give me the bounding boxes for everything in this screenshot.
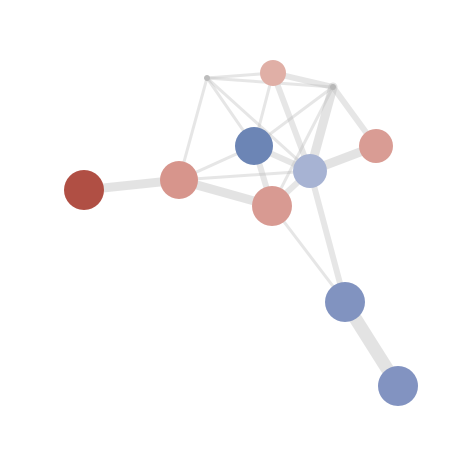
node-pink-center	[252, 186, 292, 226]
edge-n-hub-right-n-pink-center	[270, 85, 335, 208]
node-lightblue	[293, 154, 327, 188]
node-hub-left	[204, 75, 210, 81]
node-blue-bottom	[378, 366, 418, 406]
node-top	[260, 60, 286, 86]
node-blue-center	[235, 127, 273, 165]
edges-layer	[79, 70, 405, 393]
edge-n-pink-center-n-blue-lower	[270, 204, 347, 304]
node-pink-mid	[160, 161, 198, 199]
edge-n-pink-mid-n-lightblue	[177, 169, 312, 182]
edge-n-hub-left-n-lightblue	[205, 76, 312, 173]
nodes-layer	[64, 60, 418, 406]
node-pink-right	[359, 129, 393, 163]
node-blue-lower	[325, 282, 365, 322]
node-hub-right	[330, 84, 336, 90]
node-red-left	[64, 170, 104, 210]
edge-n-top-n-lightblue	[270, 70, 313, 174]
edge-n-lightblue-n-blue-lower	[307, 168, 348, 305]
